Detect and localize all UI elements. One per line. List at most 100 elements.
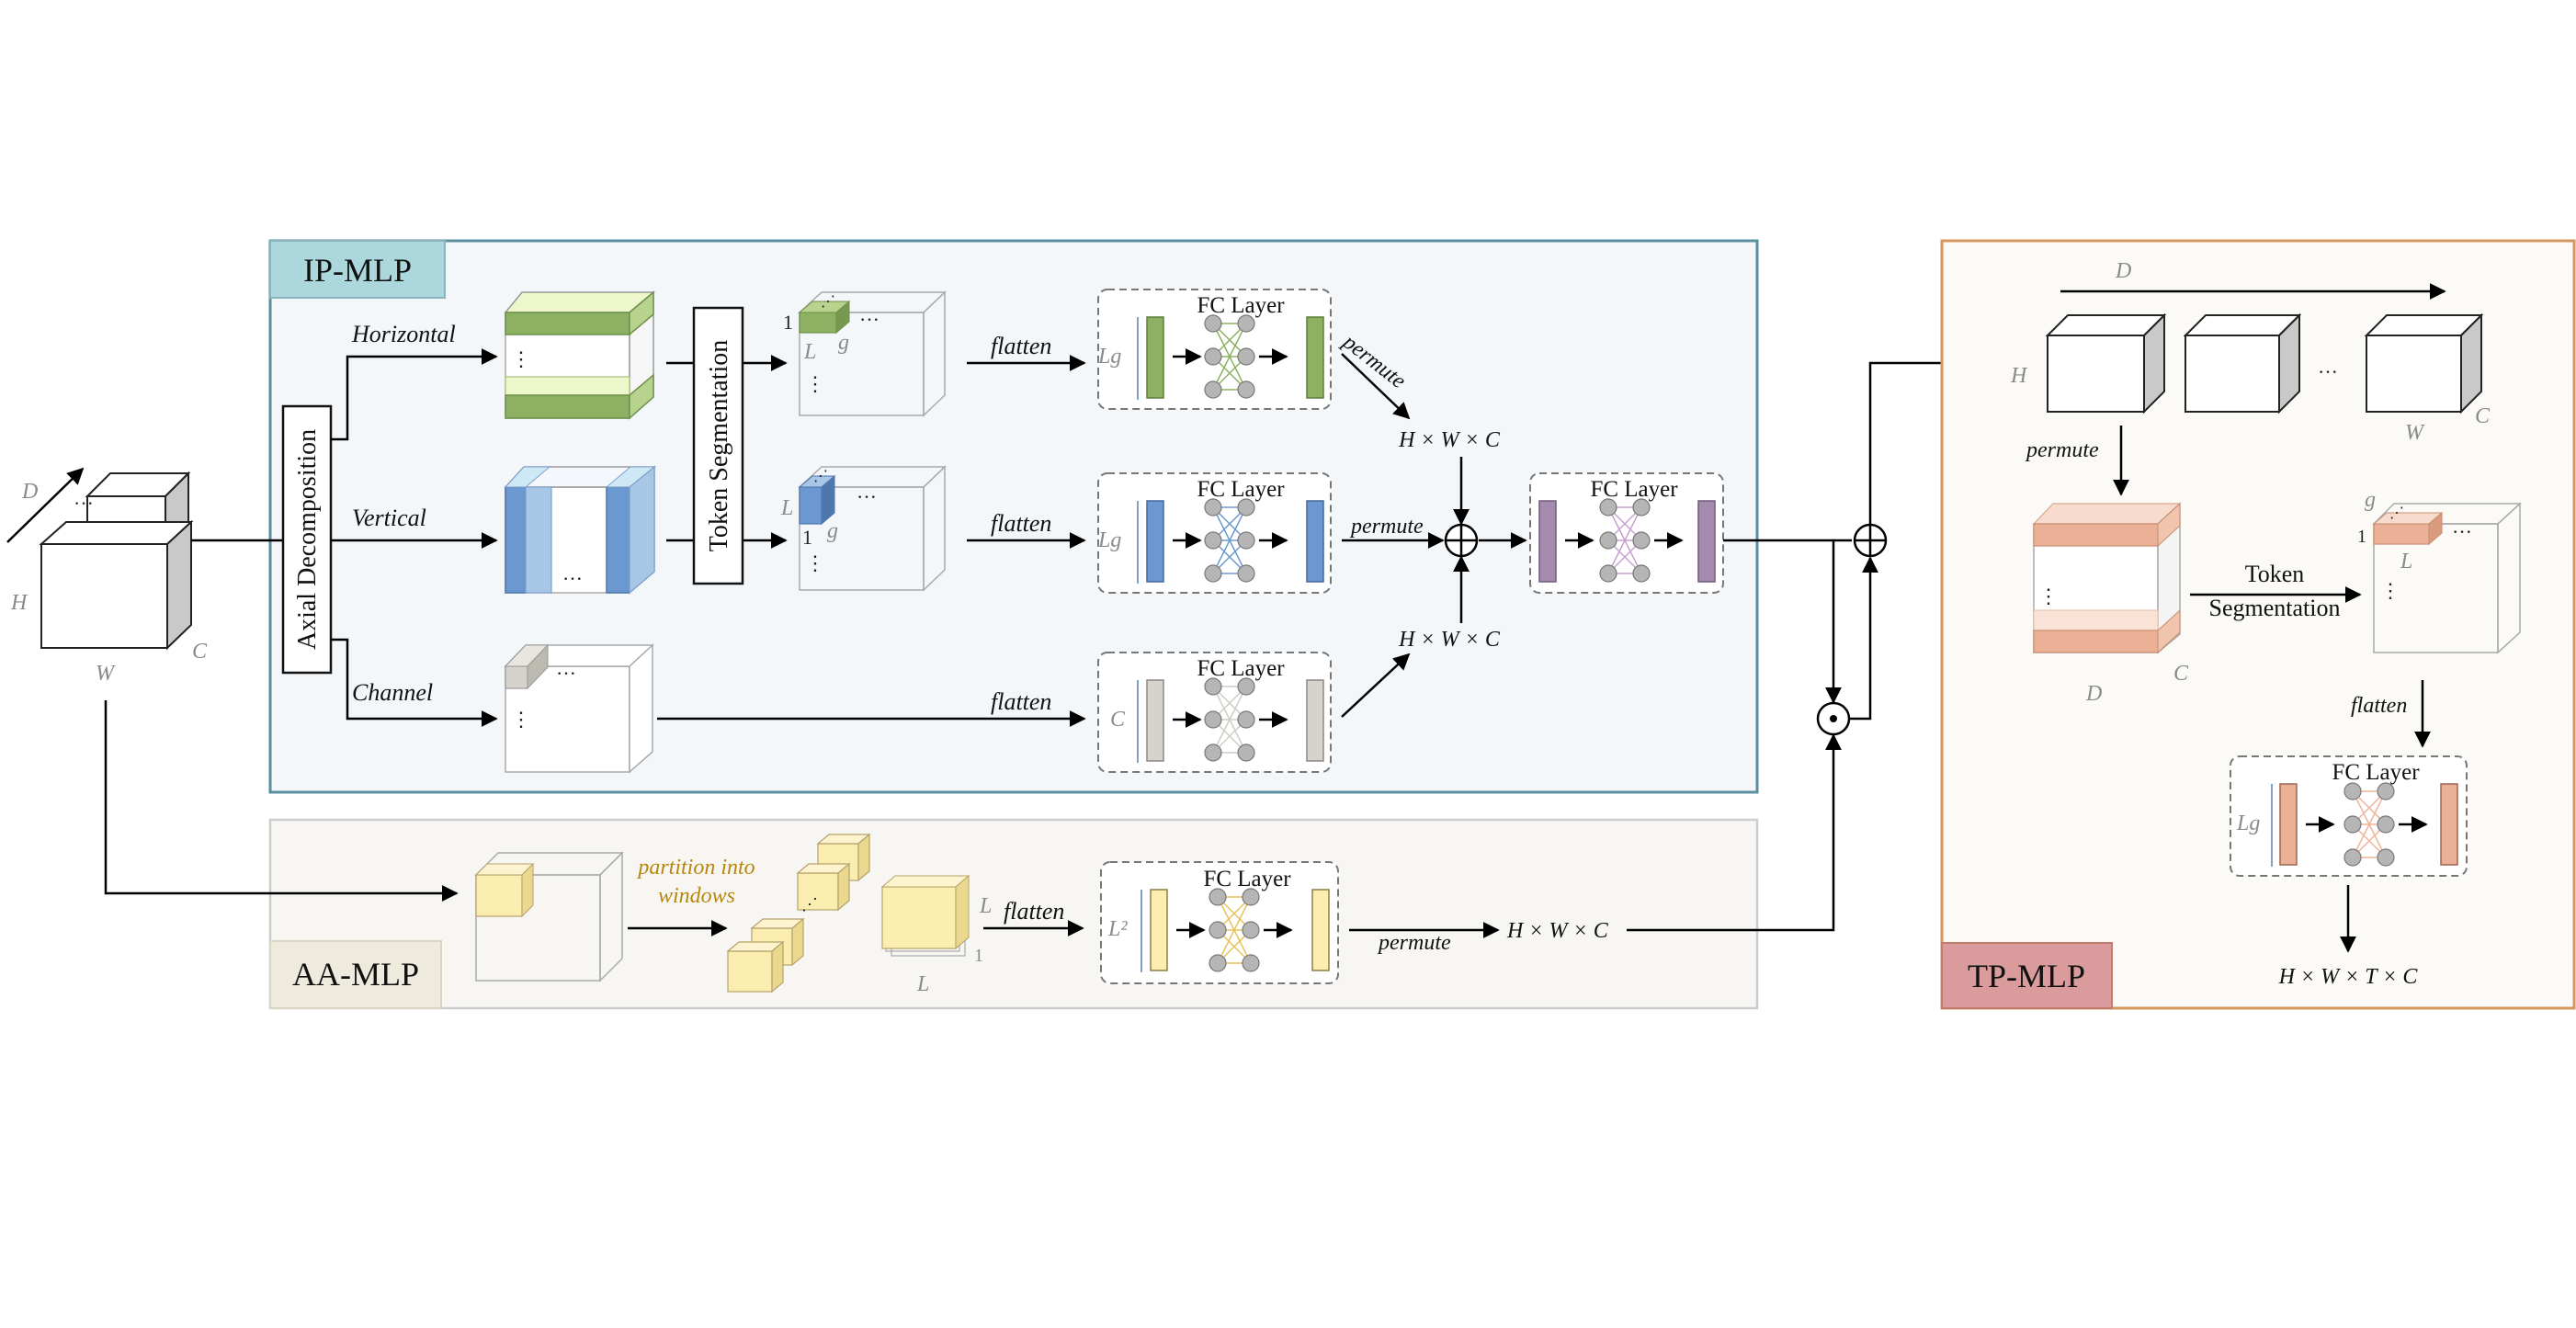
tp-output-shape: H × W × T × C [2278, 965, 2419, 989]
tp-frame-dots: ··· [2318, 360, 2338, 383]
depth-arrow [6, 467, 85, 543]
tp-d-bottom: D [2085, 682, 2102, 706]
token-segmentation-label: Token Segmentation [705, 340, 733, 552]
flatten-label-vertical: flatten [991, 510, 1051, 537]
ip-mlp-panel: IP-MLP Axial Decomposition Horizontal Ve… [191, 239, 1759, 794]
vertical-slab-cube: ··· [504, 465, 657, 595]
tp-frame-cubes [2045, 312, 2484, 414]
ip-mlp-title-box [269, 240, 446, 299]
svg-text:···: ··· [857, 485, 877, 508]
channel-cube: ··· ⋮ [504, 643, 654, 774]
multiply-operator [1816, 701, 1851, 736]
svg-text:⋮: ⋮ [511, 708, 531, 731]
flatten-arrows [657, 355, 1086, 727]
tp-c-bottom: C [2173, 662, 2189, 686]
tp-mlp-panel: TP-MLP D H ··· W C p [1940, 239, 2576, 1010]
aa-mlp-panel: AA-MLP partition into windows [104, 700, 1759, 1010]
aa-window-dots: ⋰ [801, 895, 818, 914]
tp-flatten-label: flatten [2351, 694, 2407, 718]
fc-label-channel: FC Layer [1197, 656, 1285, 681]
tp-token-cube: ⋰ g 1 L ··· ⋮ [2357, 488, 2522, 654]
tp-h-left: H [2010, 364, 2028, 388]
fc-label-horizontal: FC Layer [1197, 293, 1285, 318]
tp-mlp-title: TP-MLP [1968, 958, 2085, 994]
tp-l-label: L [2400, 550, 2412, 573]
branch-channel-label: Channel [352, 679, 433, 706]
aa-flatten-label: flatten [1004, 898, 1064, 925]
h-token-dim-l: L [803, 340, 816, 364]
aa-shape-label: H × W × C [1506, 919, 1609, 943]
tp-one-label: 1 [2357, 527, 2366, 547]
fc-layer-fusion: FC Layer [1529, 472, 1724, 594]
token-seg-lines [666, 355, 788, 549]
tp-permute-label: permute [2025, 438, 2099, 462]
svg-text:···: ··· [556, 662, 576, 685]
tp-g-label: g [2365, 488, 2376, 512]
tp-c-label: C [2475, 404, 2491, 428]
svg-text:⋮: ⋮ [2380, 579, 2400, 602]
axial-decomposition-box [281, 404, 333, 675]
v-token-dim-g: g [827, 519, 838, 543]
aa-window-cube [474, 851, 624, 982]
tp-permuted-cube: ⋮ [2032, 502, 2182, 654]
token-segmentation-box [692, 306, 744, 585]
permute-label-vertical: permute [1349, 515, 1424, 539]
branch-lines [331, 348, 498, 727]
aa-mlp-title-box [269, 940, 442, 1009]
fc-layer-horizontal: FC Layer Lg [1097, 289, 1332, 410]
fc-label-vertical: FC Layer [1197, 477, 1285, 502]
horizontal-token-cube: ⋰ 1 L g ··· ⋮ [783, 290, 947, 417]
svg-text:···: ··· [859, 308, 879, 331]
merge-arrows [1341, 353, 1527, 718]
svg-text:⋰: ⋰ [2389, 505, 2404, 521]
svg-text:⋰: ⋰ [813, 469, 828, 484]
svg-text:⋮: ⋮ [805, 372, 825, 395]
fc-in-label-tp: Lg [2236, 812, 2260, 835]
tp-token-label-2: Segmentation [2209, 595, 2341, 621]
fc-layer-vertical: FC Layer Lg [1097, 472, 1332, 594]
fc-layer-channel: FC Layer C [1097, 652, 1332, 773]
ip-mlp-title: IP-MLP [303, 252, 412, 289]
fc-label-fusion: FC Layer [1590, 477, 1678, 502]
shape-label-bottom: H × W × C [1398, 628, 1501, 652]
aa-windows [726, 833, 871, 993]
input-front-cube [39, 519, 194, 651]
shape-label-top: H × W × C [1398, 428, 1501, 452]
tp-token-label-1: Token [2245, 561, 2305, 587]
aa-mlp-title: AA-MLP [292, 956, 419, 993]
partition-label-2: windows [658, 884, 735, 908]
fc-label-aa: FC Layer [1203, 867, 1291, 891]
flatten-label-channel: flatten [991, 688, 1051, 715]
input-tensor: ··· D H W C [6, 467, 208, 686]
aa-dim-l-side: L [979, 894, 992, 918]
sum-operator-final [1853, 523, 1888, 558]
horizontal-slab-cube: ⋮ [504, 290, 656, 420]
aa-permute-label: permute [1377, 931, 1451, 955]
fc-label-tp: FC Layer [2332, 760, 2420, 785]
svg-text:⋰: ⋰ [821, 294, 835, 310]
input-dim-d: D [21, 480, 38, 504]
input-dim-w: W [96, 662, 116, 686]
aa-dim-one: 1 [974, 946, 983, 966]
svg-text:⋮: ⋮ [805, 551, 825, 574]
svg-text:···: ··· [2452, 520, 2472, 543]
fc-layer-aa: FC Layer L² [1100, 861, 1339, 984]
fc-in-label-horizontal: Lg [1097, 345, 1121, 369]
partition-label-1: partition into [636, 856, 755, 880]
v-token-dim-one: 1 [802, 526, 812, 549]
flatten-label-horizontal: flatten [991, 333, 1051, 359]
fc-layer-tp: FC Layer Lg [2230, 755, 2468, 877]
input-dim-h: H [10, 591, 28, 615]
svg-text:···: ··· [562, 567, 583, 590]
input-dim-c: C [192, 640, 208, 664]
aa-dim-l-bottom: L [916, 972, 929, 996]
svg-text:⋮: ⋮ [511, 347, 531, 370]
tp-w-label: W [2405, 421, 2425, 445]
v-token-dim-l: L [780, 496, 793, 520]
h-token-dim-one: 1 [783, 311, 793, 334]
branch-horizontal-label: Horizontal [351, 321, 456, 347]
fc-in-label-vertical: Lg [1097, 528, 1121, 552]
h-token-dim-g: g [838, 331, 849, 355]
